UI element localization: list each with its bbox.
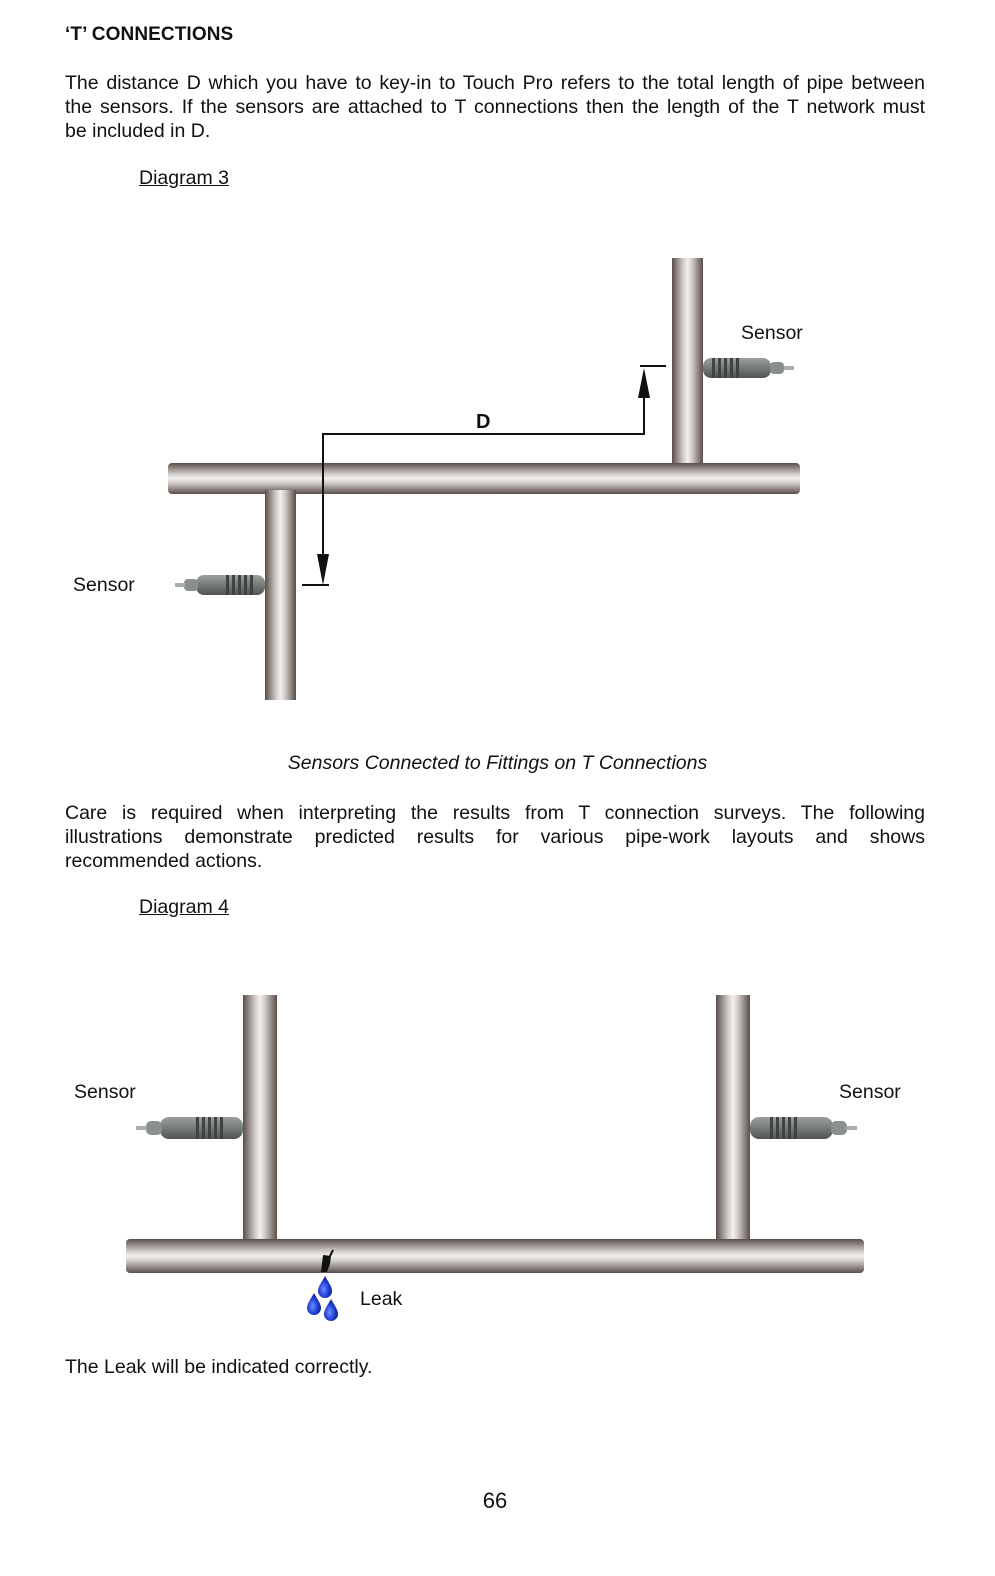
pipe-main-horizontal <box>126 1239 864 1273</box>
conclusion-text: The Leak will be indicated correctly. <box>65 1356 373 1378</box>
care-line-2: illustrations demonstrate predicted resu… <box>65 826 925 848</box>
arrow-down-icon <box>317 554 329 585</box>
pipe-vertical-bottom-left <box>265 490 296 700</box>
sensor-right-label: Sensor <box>839 1081 901 1103</box>
distance-d-label: D <box>476 411 490 433</box>
leak-label: Leak <box>360 1288 403 1310</box>
section-heading: ‘T’ CONNECTIONS <box>65 24 234 45</box>
arrow-up-icon <box>638 368 650 398</box>
intro-line-3: be included in D. <box>65 120 211 142</box>
distance-d-indicator <box>302 365 666 586</box>
pipe-vertical-top-right <box>672 258 703 466</box>
diagram-3-caption: Sensors Connected to Fittings on T Conne… <box>287 752 708 774</box>
sensor-left-icon <box>136 1117 243 1139</box>
sensor-left-label: Sensor <box>73 574 135 596</box>
sensor-right-icon <box>750 1117 857 1139</box>
leak-drops-icon <box>307 1249 338 1321</box>
intro-line-1: The distance D which you have to key-in … <box>65 72 925 94</box>
diagram-3-label: Diagram 3 <box>139 167 229 189</box>
pipe-vertical-right <box>716 995 750 1243</box>
sensor-left-icon <box>175 575 265 595</box>
intro-paragraph: The distance D which you have to key-in … <box>65 71 925 143</box>
care-line-3: recommended actions. <box>65 850 263 872</box>
care-line-1: Care is required when interpreting the r… <box>65 802 925 824</box>
sensor-left-label: Sensor <box>74 1081 136 1103</box>
pipe-vertical-left <box>243 995 277 1243</box>
diagram-4: Sensor Sensor Leak <box>74 995 901 1321</box>
pipe-main-horizontal <box>168 463 800 494</box>
care-paragraph: Care is required when interpreting the r… <box>65 801 925 873</box>
page-number: 66 <box>482 1488 508 1513</box>
sensor-top-right-label: Sensor <box>741 322 803 344</box>
sensor-top-right-icon <box>703 358 794 378</box>
diagram-3: Sensor Sensor D <box>73 258 803 700</box>
diagram-4-label: Diagram 4 <box>139 896 229 918</box>
intro-line-2: the sensors. If the sensors are attached… <box>65 96 925 118</box>
